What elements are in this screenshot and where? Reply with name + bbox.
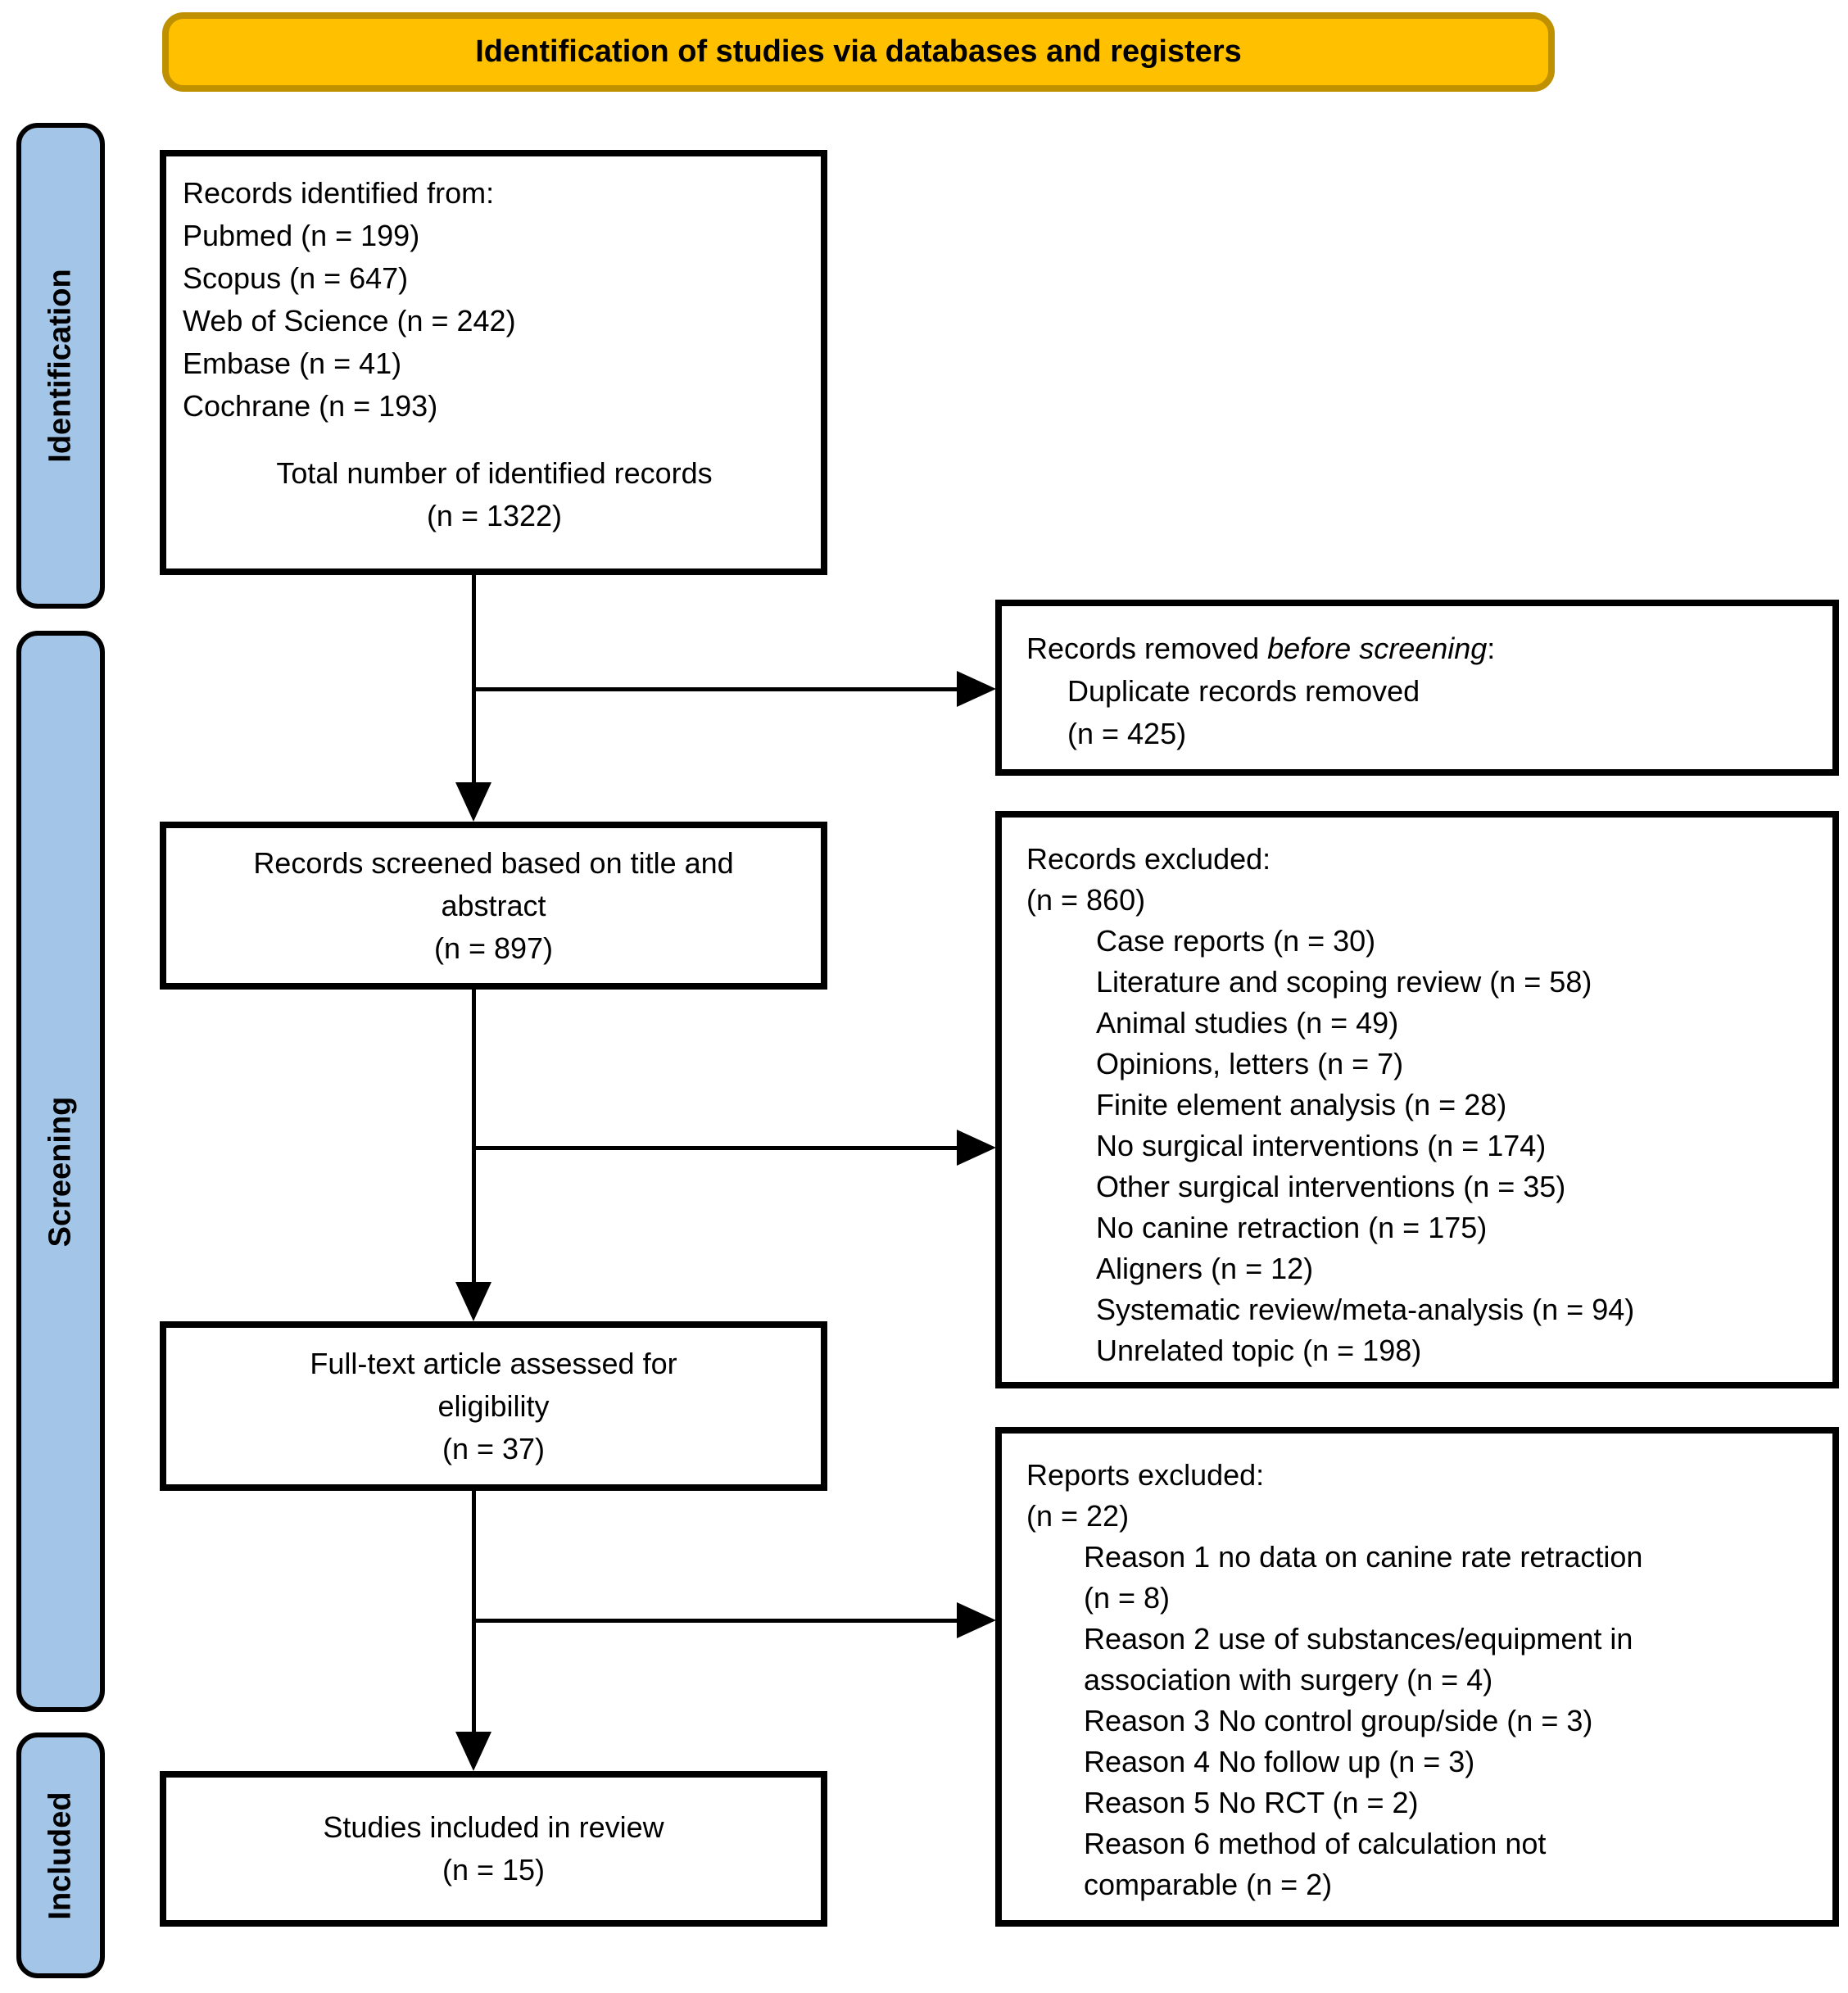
duplicate-records-line: Duplicate records removed [1067, 674, 1420, 708]
records-screened-box: Records screened based on title and abst… [160, 822, 827, 990]
records-excluded-n: (n = 860) [1026, 883, 1146, 917]
records-screened-line: abstract [441, 888, 546, 922]
records-identified-title: Records identified from: [183, 176, 495, 210]
source-pubmed: Pubmed (n = 199) [183, 219, 420, 252]
excluded-reason: Case reports (n = 30) [1096, 924, 1376, 958]
stage-screening: Screening [16, 631, 105, 1712]
arrow-to-reports-excluded-head [957, 1602, 996, 1638]
arrow-fulltext-to-included-head [455, 1732, 491, 1771]
records-excluded-title: Records excluded: [1026, 842, 1271, 876]
reports-excluded-title: Reports excluded: [1026, 1458, 1265, 1492]
report-excluded-line: Reason 5 No RCT (n = 2) [1084, 1786, 1419, 1819]
arrow-identified-to-screened-head [455, 782, 491, 822]
records-removed-title: Records removed before screening: [1026, 632, 1496, 665]
arrow-screened-to-fulltext-line [472, 990, 476, 1286]
source-embase: Embase (n = 41) [183, 347, 402, 380]
records-screened-n: (n = 897) [433, 931, 554, 965]
report-excluded-line: Reason 2 use of substances/equipment in [1084, 1622, 1633, 1656]
excluded-reason: Literature and scoping review (n = 58) [1096, 965, 1592, 999]
arrow-to-reports-excluded-line [473, 1619, 958, 1623]
report-excluded-line: Reason 4 No follow up (n = 3) [1084, 1745, 1475, 1778]
stage-label-identification: Identification [43, 269, 78, 463]
total-identified-line: Total number of identified records [276, 456, 713, 490]
records-removed-title-italic: before screening [1267, 632, 1488, 665]
excluded-reason: Animal studies (n = 49) [1096, 1006, 1399, 1040]
records-identified-box: Records identified from: Pubmed (n = 199… [160, 150, 827, 575]
duplicate-records-n: (n = 425) [1067, 717, 1187, 750]
fulltext-n: (n = 37) [442, 1431, 546, 1465]
report-excluded-line: Reason 6 method of calculation not [1084, 1827, 1547, 1860]
report-excluded-line: Reason 1 no data on canine rate retracti… [1084, 1540, 1643, 1574]
stage-included: Included [16, 1733, 105, 1978]
excluded-reason: Unrelated topic (n = 198) [1096, 1334, 1422, 1367]
studies-included-n: (n = 15) [442, 1853, 546, 1887]
report-excluded-line: (n = 8) [1084, 1581, 1171, 1615]
excluded-reason: Aligners (n = 12) [1096, 1252, 1314, 1285]
arrow-to-records-removed-line [473, 687, 958, 691]
arrow-to-records-excluded-line [473, 1146, 958, 1150]
records-removed-box: Records removed before screening: Duplic… [995, 600, 1839, 776]
records-screened-line: Records screened based on title and [253, 845, 734, 880]
reports-excluded-box: Reports excluded: (n = 22) Reason 1 no d… [995, 1427, 1839, 1927]
arrow-to-records-removed-head [957, 671, 996, 707]
source-cochrane: Cochrane (n = 193) [183, 389, 438, 423]
studies-included-line: Studies included in review [323, 1810, 664, 1844]
fulltext-line: Full-text article assessed for [310, 1346, 677, 1380]
excluded-reason: Other surgical interventions (n = 35) [1096, 1170, 1566, 1203]
excluded-reason: No surgical interventions (n = 174) [1096, 1129, 1547, 1162]
report-excluded-line: comparable (n = 2) [1084, 1868, 1333, 1901]
fulltext-line: eligibility [437, 1388, 550, 1423]
arrow-to-records-excluded-head [957, 1130, 996, 1166]
stage-label-screening: Screening [43, 1096, 78, 1247]
arrow-identified-to-screened-line [472, 575, 476, 786]
records-excluded-box: Records excluded: (n = 860) Case reports… [995, 811, 1839, 1388]
fulltext-assessed-box: Full-text article assessed for eligibili… [160, 1321, 827, 1491]
excluded-reason: No canine retraction (n = 175) [1096, 1211, 1488, 1244]
studies-included-box: Studies included in review (n = 15) [160, 1771, 827, 1927]
source-scopus: Scopus (n = 647) [183, 261, 409, 295]
report-excluded-line: association with surgery (n = 4) [1084, 1663, 1493, 1696]
stage-label-included: Included [43, 1791, 78, 1920]
arrow-fulltext-to-included-line [472, 1491, 476, 1734]
banner-title: Identification of studies via databases … [475, 34, 1242, 69]
source-web-of-science: Web of Science (n = 242) [183, 304, 516, 337]
excluded-reason: Opinions, letters (n = 7) [1096, 1047, 1404, 1080]
excluded-reason: Systematic review/meta-analysis (n = 94) [1096, 1293, 1635, 1326]
banner: Identification of studies via databases … [162, 12, 1555, 92]
stage-identification: Identification [16, 123, 105, 609]
reports-excluded-n: (n = 22) [1026, 1499, 1130, 1533]
arrow-screened-to-fulltext-head [455, 1282, 491, 1321]
report-excluded-line: Reason 3 No control group/side (n = 3) [1084, 1704, 1593, 1737]
excluded-reason: Finite element analysis (n = 28) [1096, 1088, 1507, 1121]
total-identified-n: (n = 1322) [426, 499, 563, 532]
